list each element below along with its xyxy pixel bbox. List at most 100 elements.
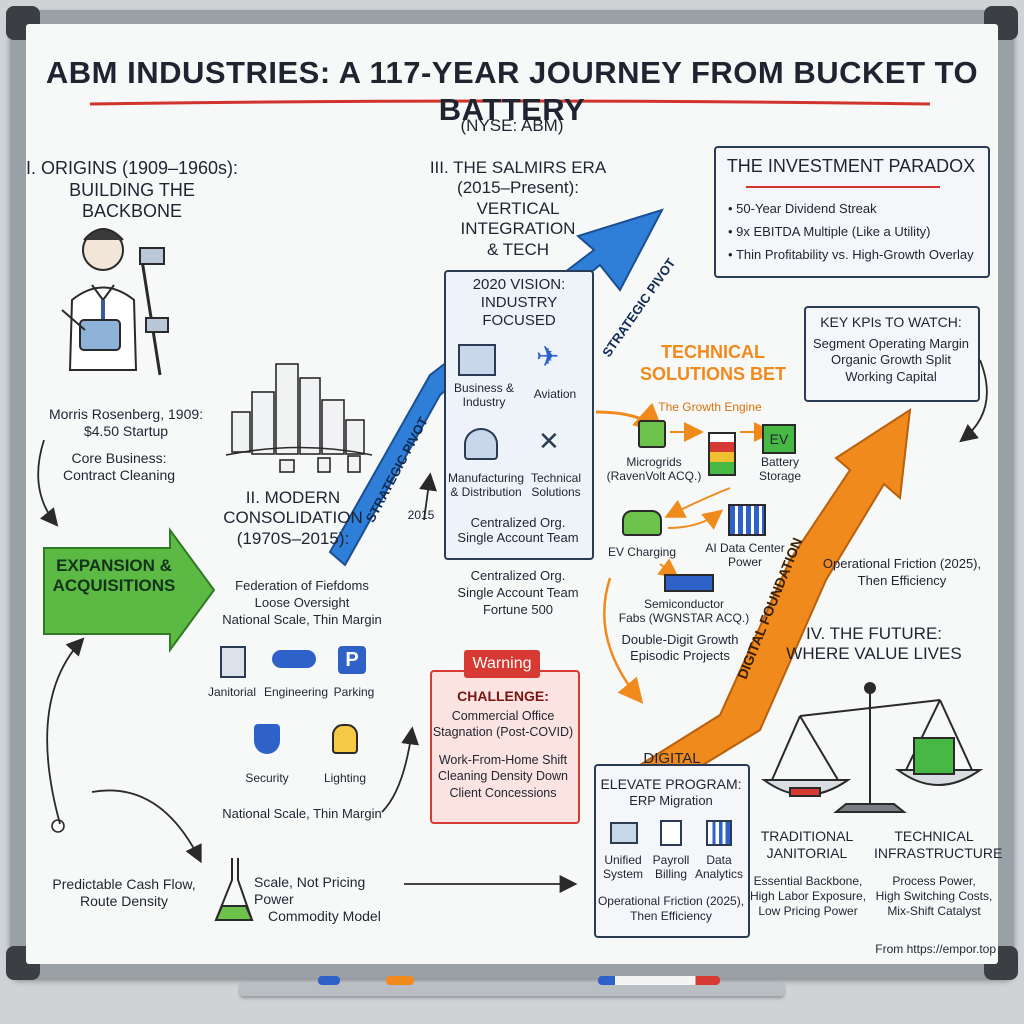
- salmirs-heading-line: III. THE SALMIRS ERA: [429, 158, 607, 177]
- service-label: Janitorial: [207, 685, 257, 699]
- technical-infra-heading: TECHNICAL INFRASTRUCTURE: [874, 828, 1003, 862]
- growth-note: Double-Digit Growth Episodic Projects: [612, 632, 748, 663]
- paradox-bullet: • 50-Year Dividend Streak: [728, 201, 877, 216]
- service-label: Lighting: [323, 771, 367, 785]
- future-heading-line: IV. THE FUTURE:: [805, 624, 943, 643]
- technical-infra-notes: Process Power, High Switching Costs, Mix…: [870, 874, 998, 919]
- salmirs-heading-line: VERTICAL INTEGRATION: [460, 198, 576, 239]
- challenge-line: Stagnation (Post-COVID): [432, 725, 574, 740]
- orange-marker[interactable]: [386, 976, 414, 985]
- battery-line: Battery: [760, 455, 799, 469]
- kpi-item: Working Capital: [845, 368, 937, 384]
- digital-item-line: Data: [706, 853, 732, 867]
- computer-icon: [610, 822, 638, 844]
- elevate-program-box: [594, 764, 750, 938]
- fabs-label: Semiconductor Fabs (WGNSTAR ACQ.): [614, 597, 754, 626]
- kpi-heading: KEY KPIs TO WATCH:: [820, 314, 962, 330]
- analytics-icon: [706, 820, 732, 846]
- ev-charging-label: EV Charging: [607, 545, 677, 559]
- technical-infra-heading-line: TECHNICAL: [894, 828, 974, 844]
- expansion-arrow: [43, 526, 216, 654]
- title-underline: [89, 99, 931, 106]
- central-line: Centralized Org.: [470, 568, 566, 583]
- service-label: Security: [245, 771, 289, 785]
- founder-line: $4.50 Startup: [83, 422, 169, 439]
- founder-caption: Morris Rosenberg, 1909: $4.50 Startup: [34, 406, 218, 440]
- blue-marker[interactable]: [318, 976, 340, 985]
- vision-heading-line: 2020 VISION:: [472, 276, 566, 293]
- salmirs-heading-line: & TECH: [486, 239, 550, 259]
- paradox-bullet-text: 50-Year Dividend Streak: [736, 201, 877, 216]
- ticker-subtitle: (NYSE: ABM): [460, 116, 564, 135]
- modern-heading: II. MODERN CONSOLIDATION (1970S–2015):: [218, 488, 368, 549]
- battery-label: Battery Storage: [752, 455, 808, 484]
- page-title: ABM INDUSTRIES: A 117-YEAR JOURNEY FROM …: [45, 55, 979, 128]
- traditional-note: Low Pricing Power: [758, 904, 858, 918]
- technical-heading-line: SOLUTIONS BET: [639, 363, 786, 384]
- challenge-text: Commercial Office Stagnation (Post-COVID…: [432, 708, 574, 741]
- technical-infra-heading-line: INFRASTRUCTURE: [874, 844, 1003, 861]
- central-org-note: Centralized Org. Single Account Team For…: [438, 568, 598, 619]
- pivot-year: 2015: [407, 508, 435, 522]
- factory-icon: [458, 344, 496, 376]
- elevate-heading-line: ERP Migration: [629, 792, 713, 808]
- paradox-bullet-text: 9x EBITDA Multiple (Like a Utility): [736, 223, 931, 239]
- modern-note: National Scale, Thin Margin: [222, 611, 382, 627]
- vision-heading-line: INDUSTRY FOCUSED: [480, 294, 558, 329]
- traditional-heading-line: TRADITIONAL: [760, 828, 854, 844]
- kpi-list: Segment Operating Margin Organic Growth …: [806, 336, 976, 385]
- friction-note-right: Operational Friction (2025), Then Effici…: [812, 556, 992, 590]
- document-icon: [660, 820, 682, 846]
- friction-line: Operational Friction (2025),: [822, 556, 982, 571]
- paradox-bullet: • 9x EBITDA Multiple (Like a Utility): [728, 223, 931, 239]
- technical-infra-note: Process Power,: [892, 874, 976, 888]
- expansion-line: ACQUISITIONS: [52, 576, 176, 596]
- building-icon: [220, 646, 246, 678]
- vision-item: Aviation: [533, 387, 577, 401]
- vision-item-line: & Distribution: [450, 484, 522, 499]
- microgrids-line: (RavenVolt ACQ.): [606, 468, 702, 483]
- data-center-icon: [728, 504, 766, 536]
- digital-item-line: System: [602, 866, 643, 881]
- technical-infra-note: High Switching Costs,: [875, 889, 993, 903]
- ai-power-line: Power: [727, 554, 762, 569]
- modern-footer: National Scale, Thin Margin: [222, 806, 382, 821]
- technical-heading: TECHNICAL SOLUTIONS BET: [628, 342, 798, 385]
- investment-paradox-box: [714, 146, 990, 278]
- modern-heading-line: II. MODERN: [245, 488, 341, 507]
- future-heading-line: WHERE VALUE LIVES: [786, 644, 962, 664]
- digital-heading: DIGITAL: [643, 750, 701, 767]
- shield-icon: [254, 724, 280, 754]
- vision-item-line: Technical: [530, 471, 582, 485]
- elevate-heading-line: ELEVATE PROGRAM:: [600, 776, 742, 792]
- traditional-note: Essential Backbone,: [753, 874, 863, 888]
- origins-heading-line: BUILDING THE BACKBONE: [69, 179, 195, 222]
- challenge-line: Client Concessions: [449, 785, 557, 800]
- future-heading: IV. THE FUTURE: WHERE VALUE LIVES: [784, 624, 964, 665]
- expansion-line: EXPANSION &: [56, 556, 172, 575]
- founder-line: Morris Rosenberg, 1909:: [48, 406, 204, 422]
- kpi-item: Organic Growth Split: [831, 352, 951, 368]
- paradox-underline: [746, 186, 940, 188]
- paradox-bullet-text: Thin Profitability vs. High-Growth Overl…: [735, 246, 974, 262]
- digital-item-line: Billing: [654, 866, 687, 881]
- city-skyline: [225, 363, 373, 473]
- tools-icon: ✕: [538, 426, 560, 456]
- red-marker[interactable]: [598, 976, 720, 985]
- challenge-heading: CHALLENGE:: [457, 688, 549, 704]
- battery-icon: [708, 432, 736, 476]
- challenge-text: Work-From-Home Shift Cleaning Density Do…: [432, 752, 574, 801]
- vision-footer-line: Centralized Org.: [470, 515, 566, 530]
- digital-item-line: Unified: [604, 853, 642, 867]
- salmirs-heading: III. THE SALMIRS ERA (2015–Present): VER…: [418, 158, 618, 260]
- vision-item: Technical Solutions: [526, 471, 586, 500]
- salmirs-heading-line: (2015–Present):: [457, 178, 579, 198]
- fabs-line: Semiconductor: [643, 597, 725, 611]
- balance-scale: [760, 682, 984, 813]
- growth-line: Double-Digit Growth: [621, 632, 739, 647]
- kpi-box: [804, 306, 980, 402]
- lightbulb-icon: [332, 724, 358, 754]
- paradox-heading: THE INVESTMENT PARADOX: [726, 156, 976, 176]
